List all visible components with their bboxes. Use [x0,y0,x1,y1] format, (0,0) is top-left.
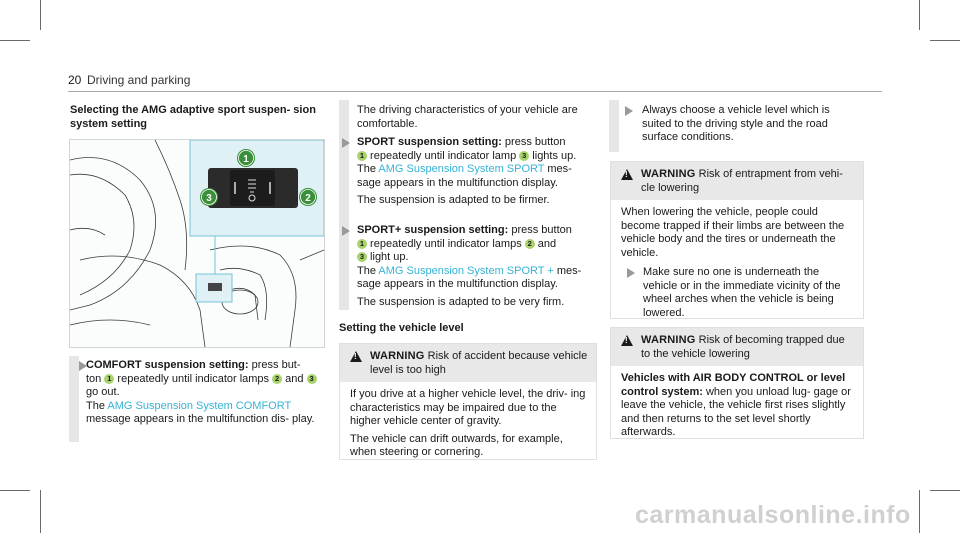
tip: Always choose a vehicle level which is s… [625,104,862,145]
crop-mark [919,0,920,30]
dashboard-illustration: 1 3 2 [70,140,324,347]
section-title: Driving and parking [87,73,191,87]
svg-text:3: 3 [206,193,212,204]
warning-triangle-icon [350,351,362,362]
dashboard-figure: 1 3 2 [69,139,325,348]
comfort-setting: COMFORT suspension setting: press but- t… [79,359,318,427]
text-bar [69,356,79,442]
level-heading-wrap: Setting the vehicle level [339,322,597,336]
sportplus-setting: SPORT+ suspension setting: press button … [342,224,597,309]
watermark: carmanualsonline.info [635,501,911,529]
callout-3-icon: 3 [519,150,530,161]
step-arrow-icon [627,268,635,278]
svg-text:2: 2 [305,193,311,204]
column-1: Selecting the AMG adaptive sport suspen-… [70,104,320,131]
button-location-icon [208,283,222,291]
intro-text: The driving characteristics of your vehi… [357,104,578,130]
callout-1-icon: 1 [357,238,367,249]
section-heading: Selecting the AMG adaptive sport suspen-… [70,104,316,130]
step-arrow-icon [342,226,350,236]
sport-setting: SPORT suspension setting: press button 1… [342,136,597,208]
display-message: AMG Suspension System SPORT [378,163,545,175]
step-arrow-icon [625,106,633,116]
warning-box-accident: WARNING Risk of accident because vehicle… [339,343,597,460]
crop-mark [40,490,41,533]
suspension-icon [248,179,256,202]
header-rule [68,91,882,92]
warning-triangle-icon [621,335,633,346]
page-number: 20 [68,73,82,87]
callout-2: 2 [299,188,317,206]
callout-1-icon: 1 [104,373,115,384]
text-bar [339,100,349,310]
callout-2-icon: 2 [524,238,535,249]
step-arrow-icon [342,138,350,148]
callout-2-icon: 2 [272,373,283,384]
crop-mark [930,40,960,41]
crop-mark [919,490,920,533]
step-arrow-icon [79,361,87,371]
text-bar [609,100,619,152]
display-message: AMG Suspension System SPORT + [378,264,554,277]
warning-box-trapped: WARNING Risk of becoming trapped due to … [610,327,864,439]
crop-mark [930,490,960,491]
column-2: The driving characteristics of your vehi… [357,104,597,131]
svg-text:1: 1 [243,154,249,165]
warning-box-entrapment: WARNING Risk of entrapment from vehi- cl… [610,161,864,319]
callout-3: 3 [200,188,218,206]
callout-1: 1 [237,149,255,167]
display-message: AMG Suspension System COMFORT [107,399,291,412]
crop-mark [0,40,30,41]
level-heading: Setting the vehicle level [339,322,464,334]
callout-3-icon: 3 [357,252,367,263]
crop-mark [0,490,30,491]
callout-3-icon: 3 [306,373,317,384]
callout-1-icon: 1 [357,150,367,161]
crop-mark [40,0,41,30]
warning-triangle-icon [621,169,633,180]
